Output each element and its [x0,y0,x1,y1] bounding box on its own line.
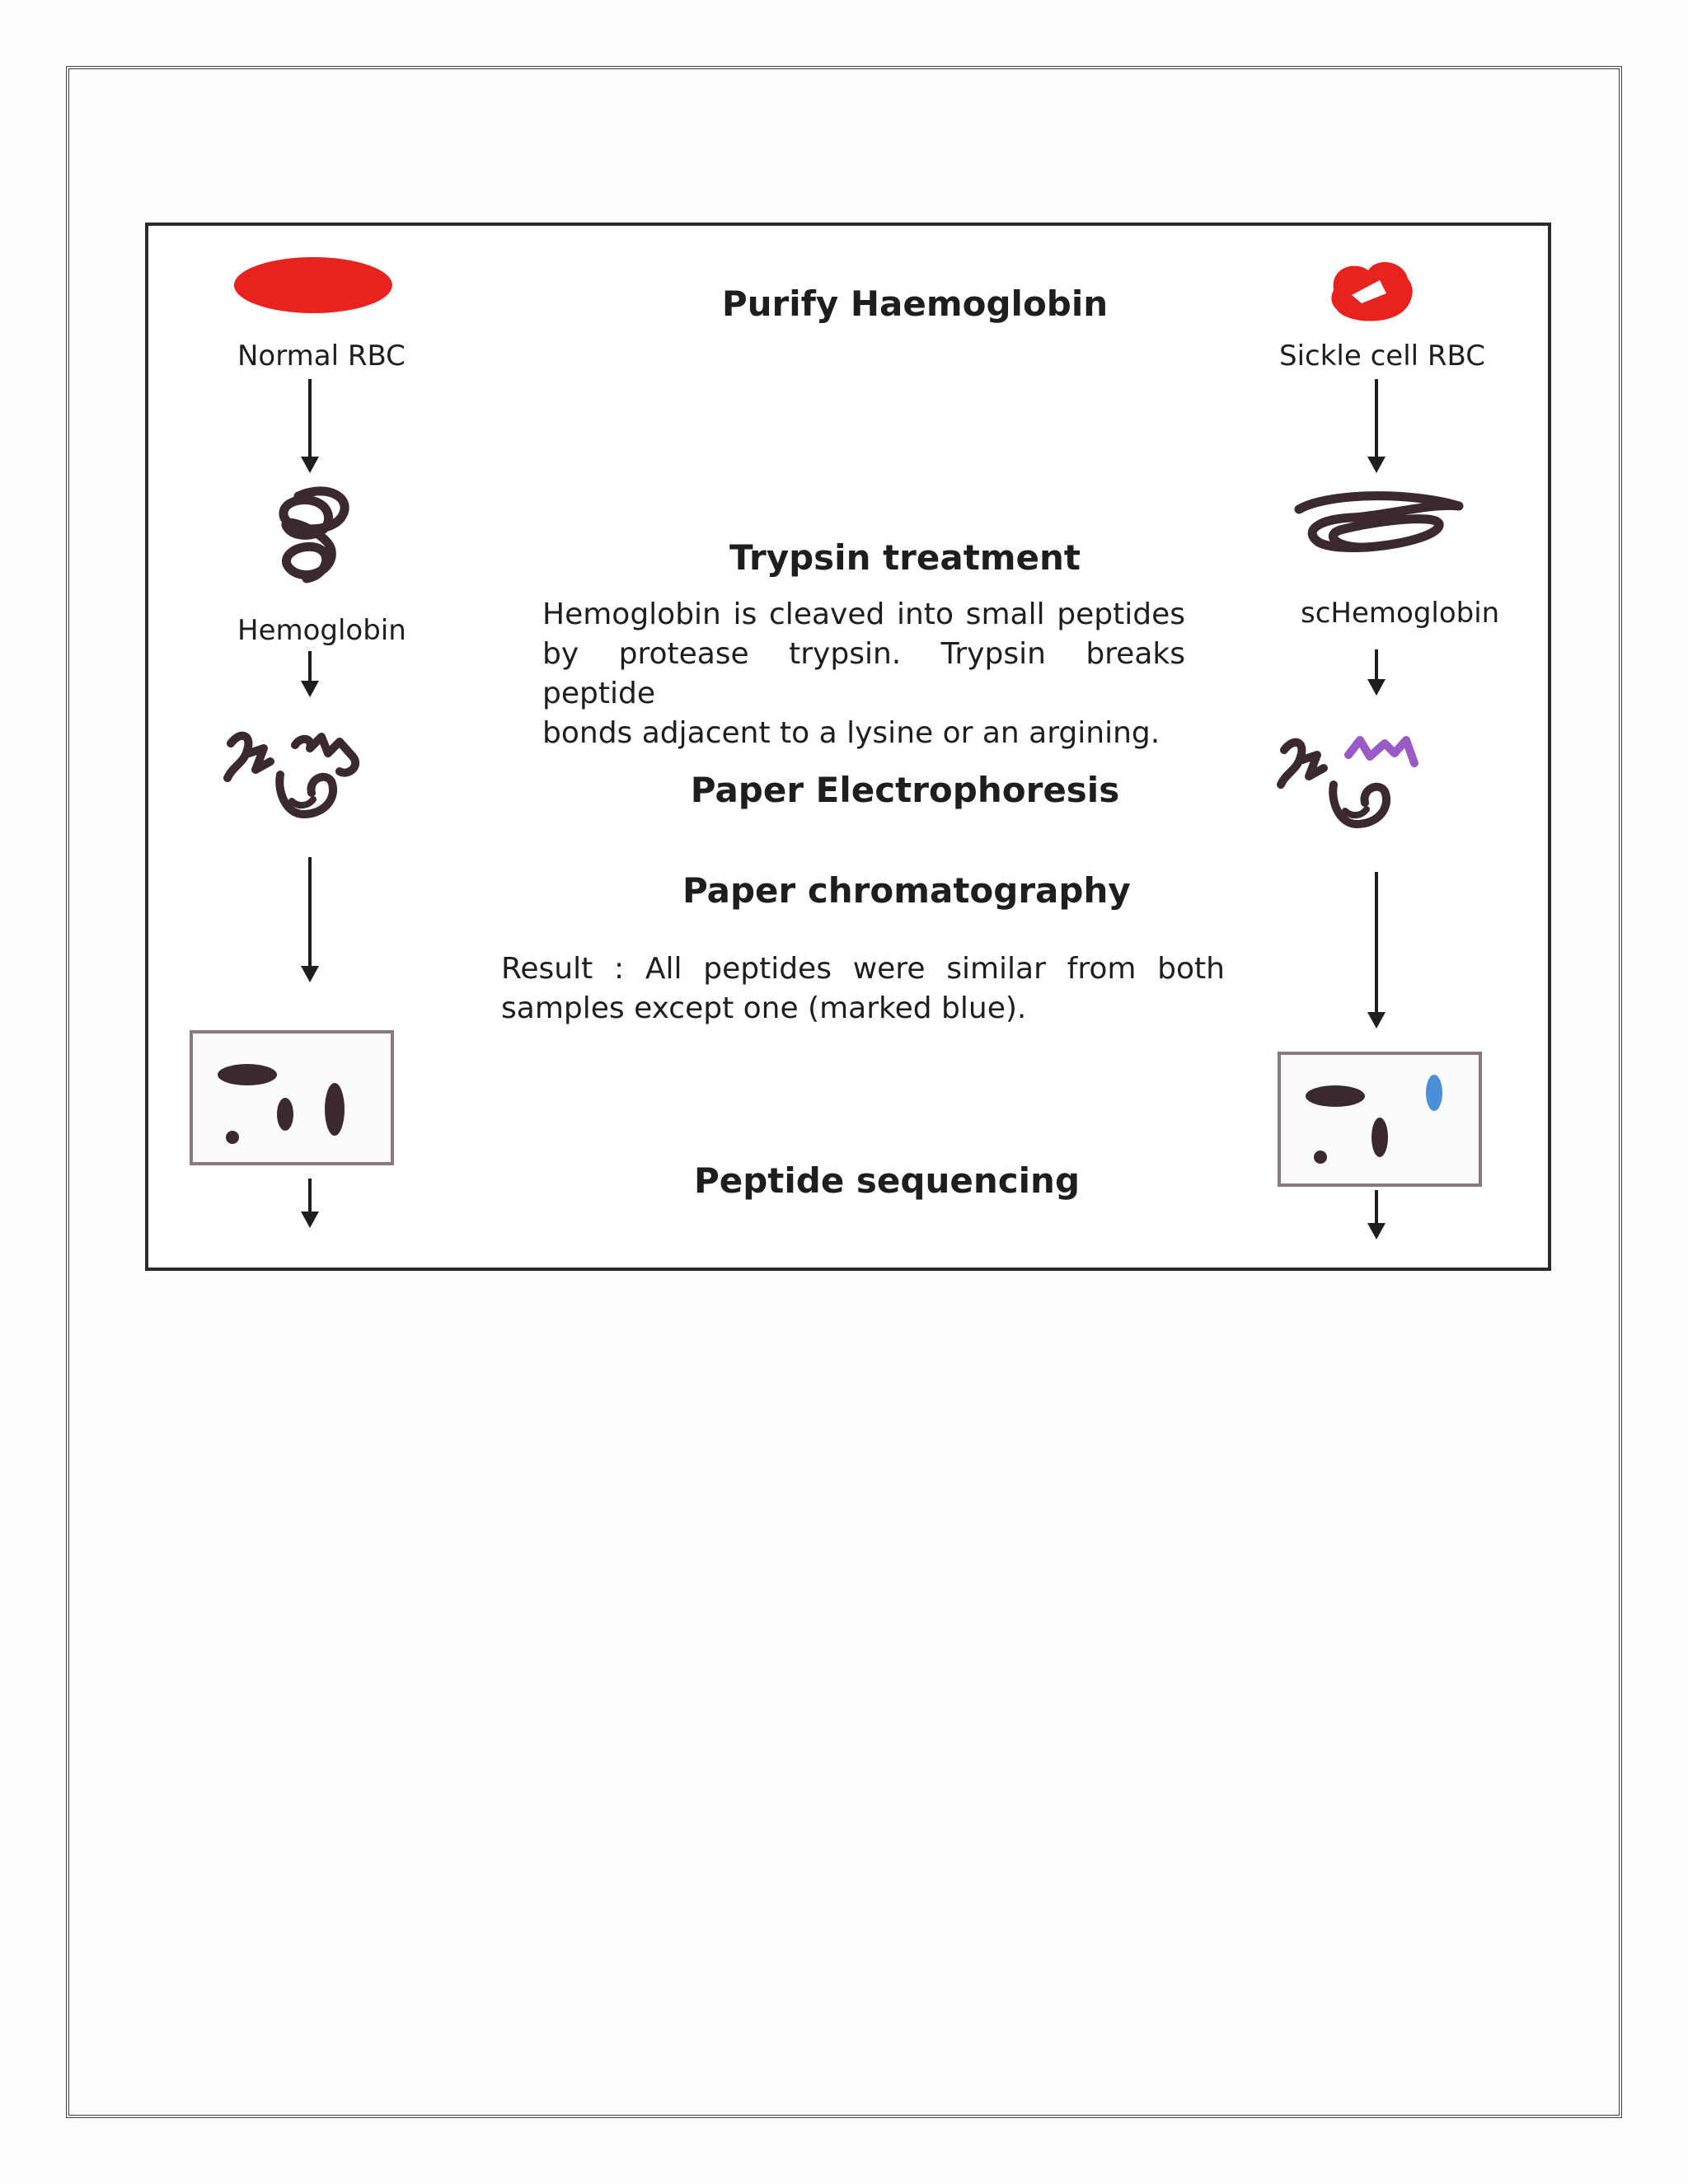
sickle-chromatogram-image [1278,1052,1482,1187]
hemoglobin-label: Hemoglobin [237,614,406,647]
sickle-peptides-image [1277,736,1418,828]
normal-peptides-image [223,731,360,818]
sickle-rbc-label: Sickle cell RBC [1279,340,1485,373]
arrow-normal-4 [301,1179,319,1228]
normal-chromatogram-image [190,1030,394,1165]
arrow-normal-2 [301,651,319,697]
normal-rbc-label: Normal RBC [237,340,406,373]
trypsin-desc-line: Hemoglobin is cleaved into small peptide… [542,598,1185,631]
result-text: Result : All peptides were similar from … [501,949,1225,1029]
step-purify-haemoglobin: Purify Haemoglobin [721,284,1109,324]
step-paper-chromatography: Paper chromatography [682,870,1131,911]
sickle-rbc-image [1331,261,1413,321]
arrow-sickle-4 [1367,1190,1386,1240]
step-peptide-sequencing: Peptide sequencing [693,1160,1081,1201]
arrow-sickle-3 [1367,872,1386,1029]
result-line: samples except one (marked blue). [501,991,1027,1025]
step-trypsin-treatment: Trypsin treatment [729,537,1081,578]
trypsin-desc-line: bonds adjacent to a lysine or an arginin… [542,716,1160,750]
sc-hemoglobin-label: scHemoglobin [1301,597,1500,630]
trypsin-desc-line: by protease trypsin. Trypsin breaks pept… [542,637,1185,710]
normal-rbc-image [234,257,392,313]
hemoglobin-coil-image [279,486,349,583]
arrow-sickle-1 [1367,379,1386,473]
trypsin-description: Hemoglobin is cleaved into small peptide… [542,595,1185,753]
sc-hemoglobin-coil-image [1294,491,1464,552]
arrow-normal-1 [301,379,319,473]
step-paper-electrophoresis: Paper Electrophoresis [690,770,1120,810]
arrow-sickle-2 [1367,649,1386,696]
result-line: Result : All peptides were similar from … [501,952,1225,986]
arrow-normal-3 [301,857,319,982]
page-frame [66,66,1622,2118]
